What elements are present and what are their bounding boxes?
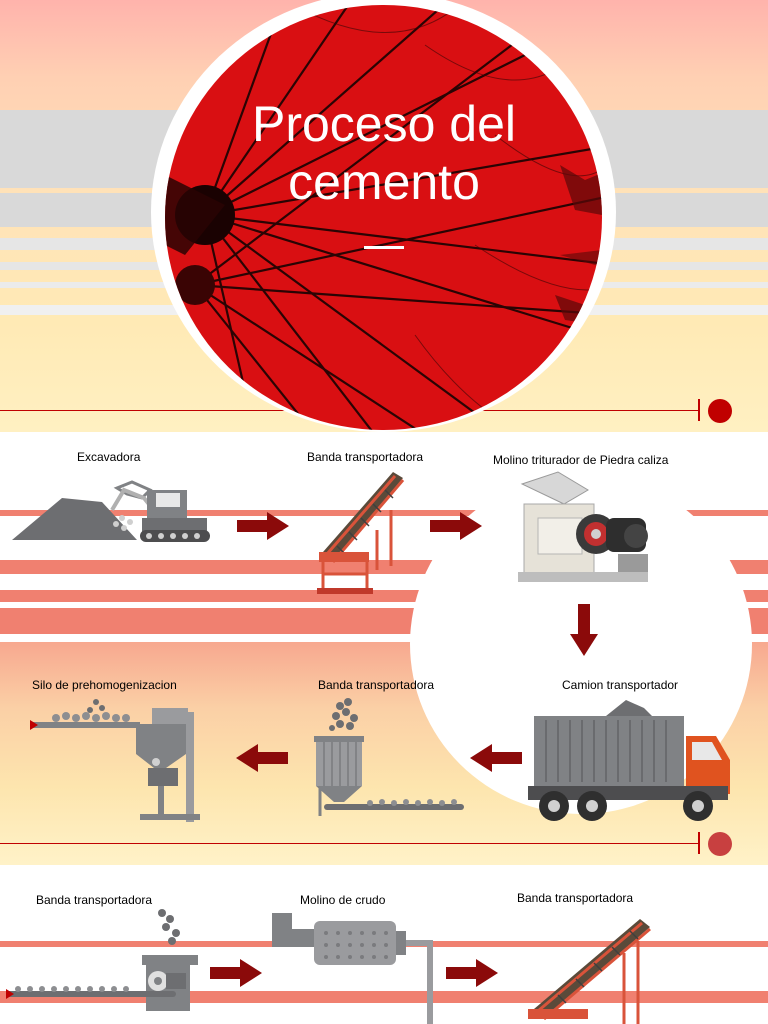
truck-icon [528,700,730,821]
step-label-excavadora: Excavadora [77,450,141,464]
timeline-dot [708,399,732,423]
salmon-band [0,991,768,1003]
step-label-banda-1: Banda transportadora [307,450,424,464]
salmon-band [0,510,768,516]
raw-mill-icon [272,913,433,1024]
title-underline [364,246,404,249]
page-title: Proceso del cemento [190,95,578,211]
step-label-banda-3: Banda transportadora [36,893,153,907]
umbrella-image [165,5,602,430]
step-label-banda-4: Banda transportadora [517,891,634,905]
arrow-right-icon [430,512,482,540]
step-label-banda-2: Banda transportadora [318,678,435,692]
arrow-right-icon [210,959,262,987]
step-label-molino-triturador: Molino triturador de Piedra caliza [493,453,669,467]
step-label-silo: Silo de prehomogenizacion [32,678,177,692]
crusher-mill-icon [518,471,648,582]
step-label-camion: Camion transportador [562,678,679,692]
process-slide: Excavadora Banda transportadora Molino t… [0,432,768,865]
step-label-molino-crudo: Molino de crudo [300,893,386,907]
crusher-feeder-icon [6,909,198,1011]
conveyor-belt-icon [317,472,405,594]
arrow-left-icon [470,744,522,772]
timeline-dot [708,832,732,856]
timeline-tick [698,832,700,854]
arrow-right-icon [446,959,498,987]
arrow-left-icon [236,744,288,772]
arrow-right-icon [237,512,289,540]
title-line-2: cemento [288,154,480,210]
title-slide: Proceso del cemento [0,0,768,432]
silo-icon [30,699,200,822]
timeline-tick [698,399,700,421]
title-line-1: Proceso del [251,96,517,152]
process-slide-2: Banda transportadora Molino de crudo Ban… [0,865,768,1024]
arrow-down-icon [570,604,598,656]
timeline-line [0,843,700,844]
excavator-icon [12,480,210,542]
conveyor-belt-icon [528,919,651,1024]
hopper-conveyor-icon [314,698,464,816]
